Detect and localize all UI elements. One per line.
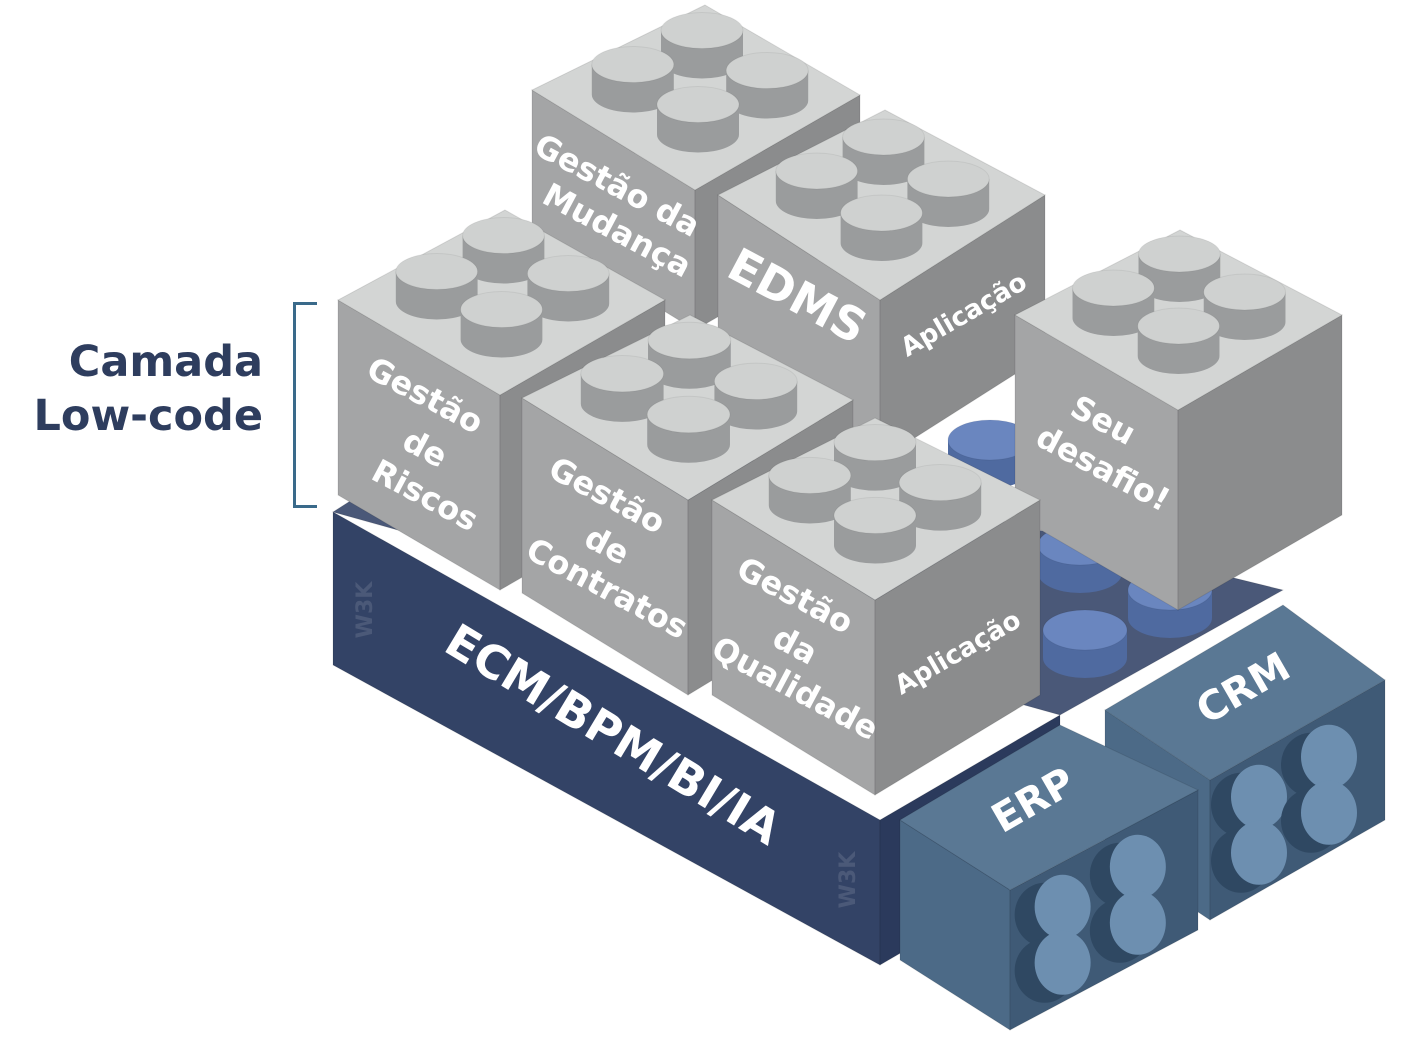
block-riscos-stud-0 xyxy=(462,217,545,284)
platform-watermark: W3K xyxy=(353,581,378,639)
block-edms-stud-3 xyxy=(840,194,923,261)
block-mudanca-stud-1 xyxy=(591,45,675,113)
block-erp-stud-1 xyxy=(1089,834,1166,907)
block-mudanca-stud-0 xyxy=(660,11,744,79)
block-riscos-stud-1 xyxy=(395,253,479,320)
block-desafio-stud-1 xyxy=(1072,269,1155,336)
block-qualidade-stud-1 xyxy=(768,456,852,524)
block-contratos-stud-1 xyxy=(580,354,665,422)
block-crm-stud-2 xyxy=(1211,820,1287,893)
block-riscos-stud-2 xyxy=(526,255,610,322)
block-qualidade-stud-2 xyxy=(898,464,982,531)
block-desafio-stud-2 xyxy=(1203,273,1286,340)
block-erp: ERP xyxy=(899,724,1200,1031)
block-edms-stud-1 xyxy=(775,152,859,219)
platform-stud-3 xyxy=(1042,609,1128,678)
block-erp-stud-2 xyxy=(1014,930,1091,1003)
block-qualidade-stud-0 xyxy=(833,424,917,491)
block-erp-stud-0 xyxy=(1014,874,1091,947)
block-crm: CRM xyxy=(1104,604,1386,921)
block-edms-stud-0 xyxy=(842,118,925,185)
block-contratos-stud-0 xyxy=(647,321,732,389)
block-desafio-stud-0 xyxy=(1138,235,1221,302)
block-riscos-stud-3 xyxy=(460,291,543,358)
block-crm-stud-0 xyxy=(1211,764,1287,837)
block-edms-stud-2 xyxy=(906,160,990,227)
block-desafio-side-face xyxy=(1177,314,1343,611)
camada-label-line1: Camada xyxy=(68,337,263,387)
block-mudanca-stud-3 xyxy=(656,85,740,153)
block-contratos-stud-2 xyxy=(713,362,798,430)
block-crm-stud-3 xyxy=(1281,780,1357,853)
block-crm-top-face xyxy=(1104,604,1386,781)
block-contratos-stud-3 xyxy=(646,395,731,463)
platform-watermark-2: W3K xyxy=(836,851,861,909)
block-qualidade-stud-3 xyxy=(833,496,917,564)
block-mudanca-stud-2 xyxy=(725,51,809,119)
camada-label-line2: Low-code xyxy=(33,391,264,441)
block-erp-stud-3 xyxy=(1089,890,1166,963)
camada-bracket xyxy=(293,302,317,508)
block-desafio-stud-3 xyxy=(1137,307,1220,374)
block-erp-top-face xyxy=(899,724,1200,891)
block-crm-stud-1 xyxy=(1281,724,1357,797)
